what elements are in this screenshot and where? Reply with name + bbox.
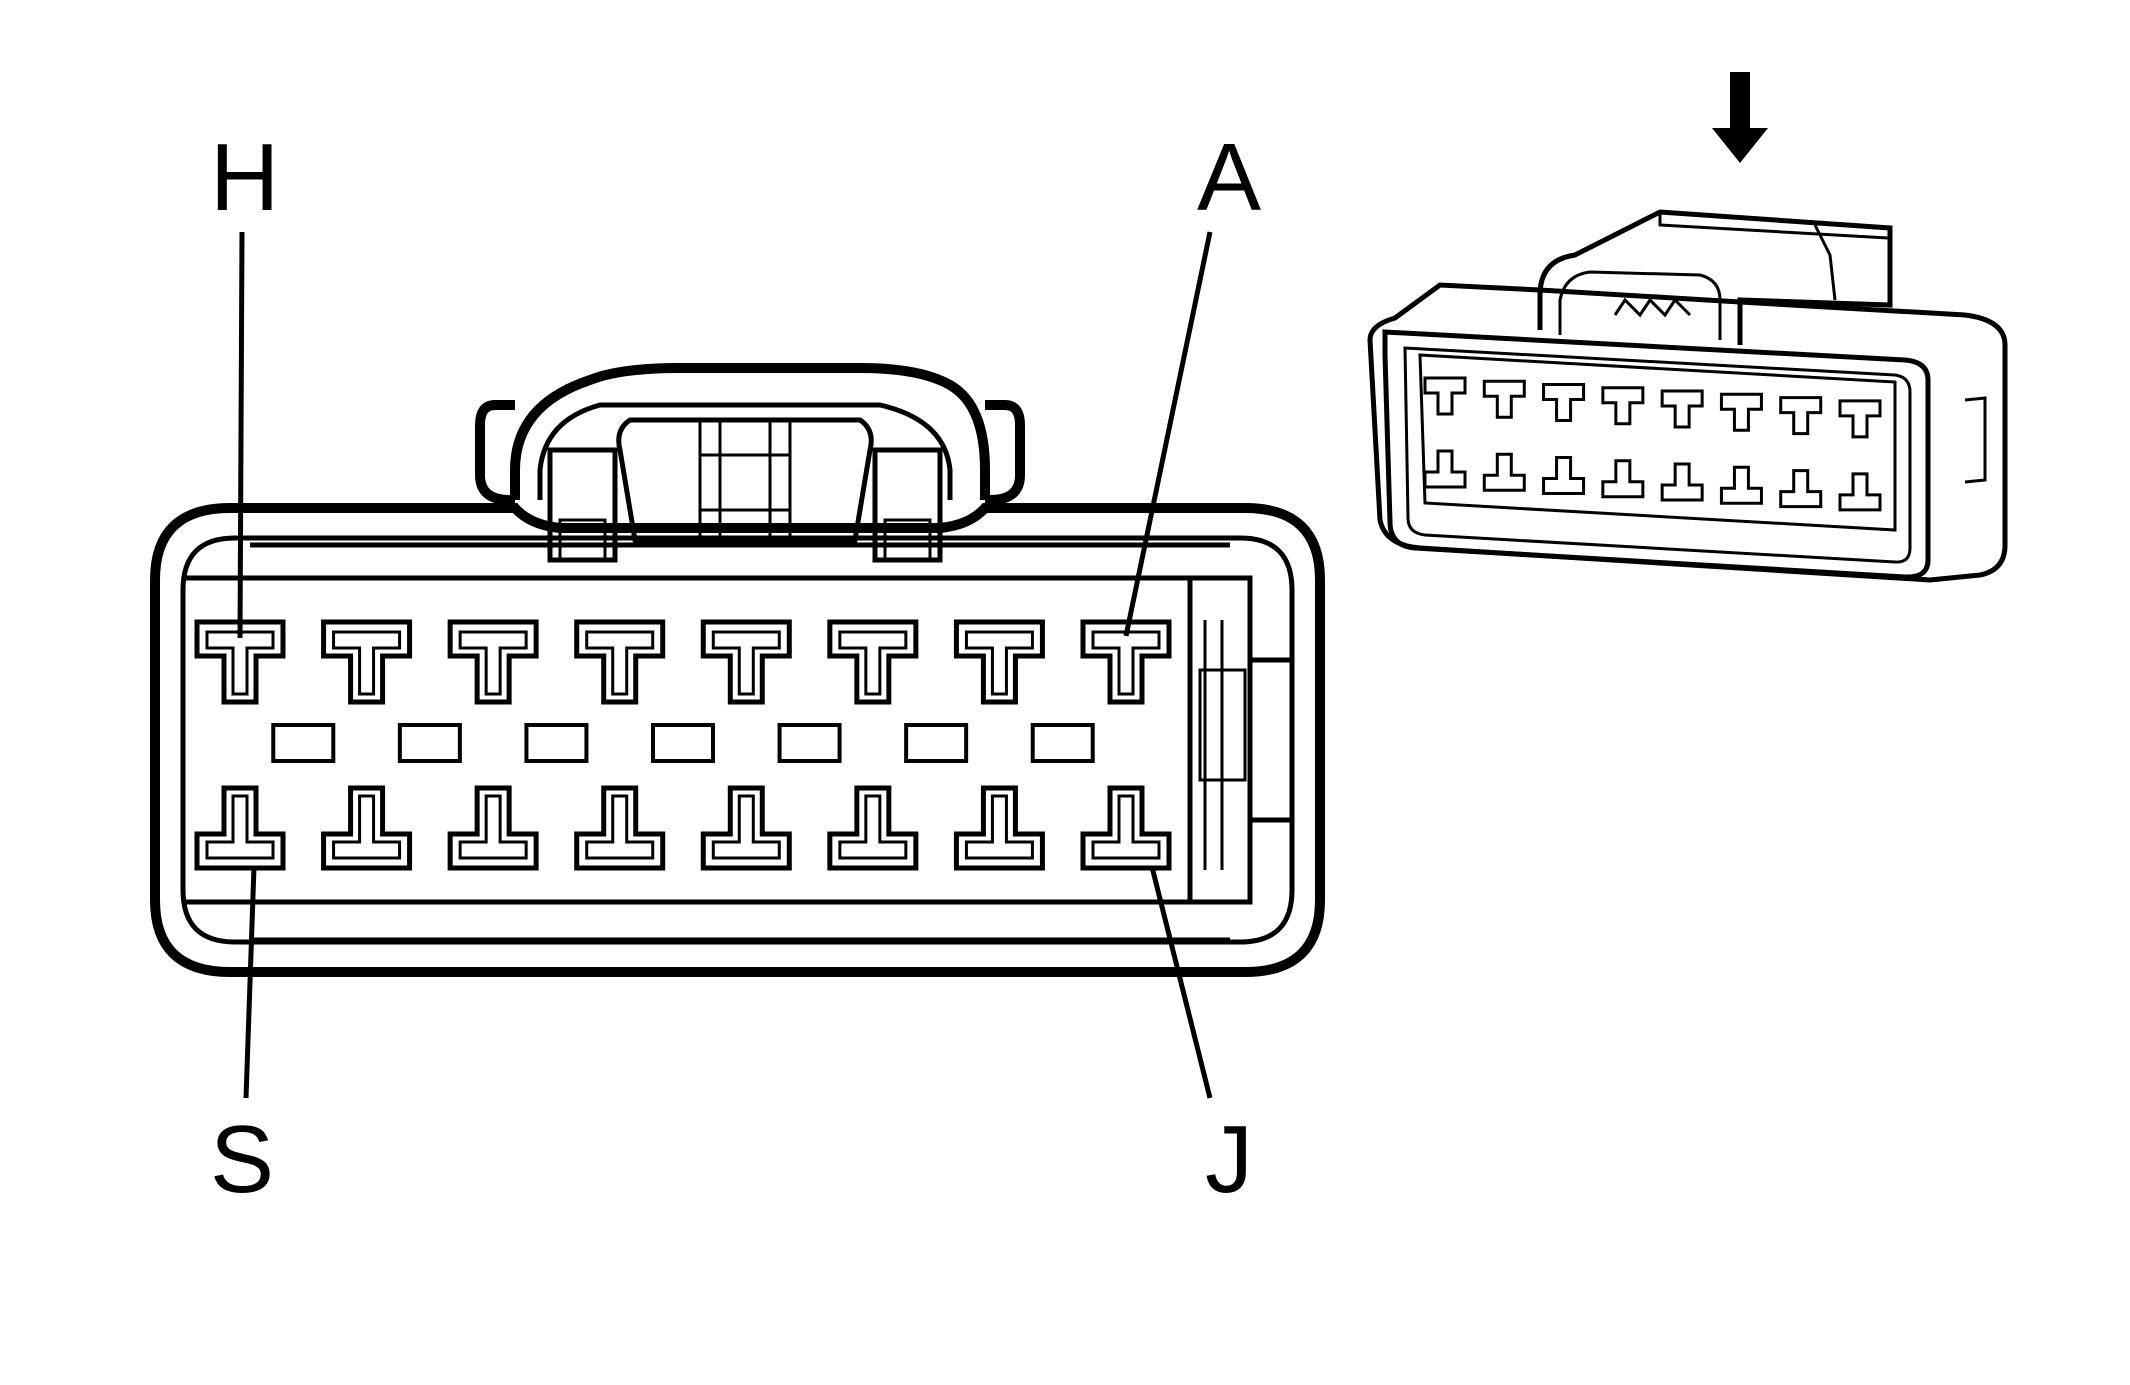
iso-terminal-row-bottom xyxy=(1423,449,1882,512)
terminal-row-bottom xyxy=(194,785,1172,871)
iso-terminal-bottom xyxy=(1660,462,1704,502)
leader-line-a xyxy=(1123,231,1213,637)
iso-terminal-bottom xyxy=(1542,456,1586,496)
terminal-cavity-top xyxy=(194,619,286,705)
iso-terminal-row-top xyxy=(1423,376,1882,439)
terminal-cavity-bottom xyxy=(321,785,413,871)
terminal-cavity-top xyxy=(1080,619,1172,705)
housing-inner-wall xyxy=(180,535,1295,945)
terminal-row-top xyxy=(194,619,1172,705)
polarization-slot xyxy=(777,723,842,763)
iso-latch-clip xyxy=(1813,224,1837,301)
polarization-slot xyxy=(1030,723,1095,763)
polarization-slot xyxy=(397,723,462,763)
iso-terminal-bottom xyxy=(1719,465,1763,505)
polarization-slot-row xyxy=(271,723,1095,763)
connector-isometric-view xyxy=(1367,72,2008,583)
leader-line-s xyxy=(243,866,257,1099)
terminal-cavity-bottom xyxy=(194,785,286,871)
connector-face-view: H A S J xyxy=(150,124,1325,1213)
view-direction-arrow-icon xyxy=(1712,72,1768,163)
terminal-block xyxy=(185,575,1193,905)
guide-rib-key xyxy=(1198,668,1247,782)
connector-housing xyxy=(150,503,1325,977)
iso-terminal-bottom xyxy=(1601,459,1645,499)
pin-label-h: H xyxy=(210,124,279,231)
iso-terminal-bottom xyxy=(1838,472,1882,512)
terminal-cavity-bottom xyxy=(827,785,919,871)
latch-right-ear xyxy=(985,400,1025,505)
terminal-cavity-bottom xyxy=(1080,785,1172,871)
terminal-cavity-top xyxy=(447,619,539,705)
pin-label-a: A xyxy=(1197,124,1261,231)
polarization-slot xyxy=(524,723,589,763)
iso-face-outer xyxy=(1382,329,1931,580)
lock-center-body xyxy=(616,417,874,543)
pin-label-s: S xyxy=(210,1106,274,1213)
iso-latch-teeth xyxy=(1613,297,1692,318)
guide-rib-frame xyxy=(1187,575,1253,905)
terminal-cavity-bottom xyxy=(574,785,666,871)
terminal-cavity-bottom xyxy=(953,785,1045,871)
latch-outer-hood xyxy=(510,363,990,500)
housing-outer-shell xyxy=(150,503,1325,977)
iso-terminal-top xyxy=(1423,376,1467,416)
iso-terminal-top xyxy=(1660,389,1704,429)
leader-line-j xyxy=(1149,866,1213,1099)
iso-terminal-bottom xyxy=(1482,452,1526,492)
iso-latch-hood xyxy=(1537,209,1893,345)
latch-inner-hood xyxy=(537,402,953,500)
iso-side-detail xyxy=(1964,396,1987,484)
polarization-slot xyxy=(271,723,336,763)
iso-latch-inner xyxy=(1558,270,1722,340)
iso-terminal-top xyxy=(1482,379,1526,419)
iso-terminal-top xyxy=(1601,386,1645,426)
iso-terminal-top xyxy=(1779,396,1823,436)
terminal-cavity-top xyxy=(321,619,413,705)
terminal-cavity-top xyxy=(953,619,1045,705)
iso-cavity-frame xyxy=(1418,353,1897,532)
polarization-slot xyxy=(904,723,969,763)
terminal-cavity-bottom xyxy=(447,785,539,871)
leader-line-h xyxy=(237,231,245,639)
pin-label-j: J xyxy=(1205,1106,1253,1213)
iso-terminal-bottom xyxy=(1779,469,1823,509)
terminal-cavity-top xyxy=(700,619,792,705)
iso-terminal-top xyxy=(1542,383,1586,423)
terminal-cavity-bottom xyxy=(700,785,792,871)
iso-face-inner xyxy=(1403,346,1912,564)
iso-terminal-top xyxy=(1719,392,1763,432)
iso-terminal-bottom xyxy=(1423,449,1467,489)
terminal-cavity-top xyxy=(827,619,919,705)
terminal-cavity-top xyxy=(574,619,666,705)
polarization-slot xyxy=(651,723,715,763)
iso-terminal-top xyxy=(1838,399,1882,439)
latch-left-ear xyxy=(475,400,515,505)
iso-latch-ridge xyxy=(1658,212,1889,240)
